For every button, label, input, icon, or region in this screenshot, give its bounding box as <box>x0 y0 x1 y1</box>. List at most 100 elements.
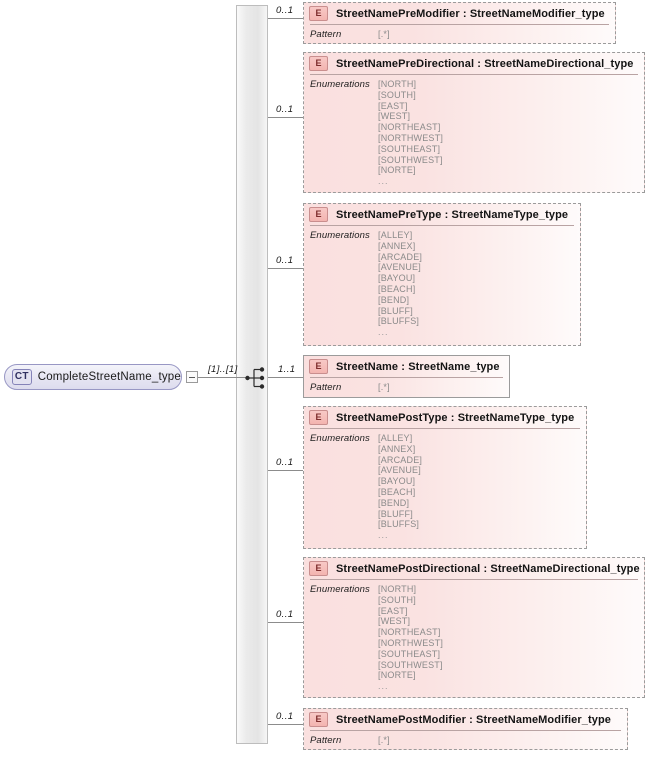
enumeration-value: [ARCADE] <box>378 251 423 262</box>
element-divider <box>310 428 580 429</box>
element-box-streetname[interactable]: E StreetName : StreetName_type Pattern [… <box>303 355 510 398</box>
enumeration-value: [SOUTHEAST] <box>378 143 441 154</box>
element-title: StreetNamePostModifier : StreetNameModif… <box>336 713 611 726</box>
element-facets: Pattern [.*] <box>304 25 615 44</box>
enumeration-value: [WEST] <box>378 111 411 122</box>
element-badge-icon: E <box>309 6 328 21</box>
enumeration-value: [EAST] <box>378 100 408 111</box>
enumeration-value: [NORTHEAST] <box>378 122 441 133</box>
cardinality-3: 0..1 <box>276 255 294 266</box>
enumeration-value: [BEACH] <box>378 486 416 497</box>
enumeration-value: [ARCADE] <box>378 454 423 465</box>
model-group-band <box>236 5 268 744</box>
enumeration-value: [EAST] <box>378 605 408 616</box>
element-badge-icon: E <box>309 56 328 71</box>
enumeration-value: [BEND] <box>378 294 410 305</box>
element-facets: Pattern [.*] <box>304 731 627 750</box>
complextype-label: CompleteStreetName_type <box>37 371 181 383</box>
enumeration-value: [BEND] <box>378 497 410 508</box>
element-header: E StreetNamePreType : StreetNameType_typ… <box>304 204 580 225</box>
enumeration-list: [NORTH][SOUTH][EAST][WEST][NORTHEAST][NO… <box>378 584 443 692</box>
enumeration-value: [SOUTH] <box>378 89 416 100</box>
element-header: E StreetNamePreModifier : StreetNameModi… <box>304 3 615 24</box>
sequence-compositor-icon[interactable] <box>245 365 269 391</box>
element-divider <box>310 730 621 731</box>
enumeration-value: [NORTHWEST] <box>378 637 444 648</box>
element-box-streetnamepredirectional[interactable]: E StreetNamePreDirectional : StreetNameD… <box>303 52 645 193</box>
complextype-node[interactable]: CT CompleteStreetName_type <box>4 364 182 390</box>
element-title: StreetName : StreetName_type <box>336 360 500 373</box>
enumeration-list: [ALLEY][ANNEX][ARCADE][AVENUE][BAYOU][BE… <box>378 230 422 338</box>
cardinality-2: 0..1 <box>276 104 294 115</box>
enumeration-list: [NORTH][SOUTH][EAST][WEST][NORTHEAST][NO… <box>378 79 443 187</box>
facet-label: Enumerations <box>310 433 370 444</box>
enumeration-value: [NORTE] <box>378 670 416 681</box>
element-badge-icon: E <box>309 712 328 727</box>
element-header: E StreetNamePreDirectional : StreetNameD… <box>304 53 644 74</box>
element-divider <box>310 74 638 75</box>
element-header: E StreetNamePostDirectional : StreetName… <box>304 558 644 579</box>
element-divider <box>310 377 503 378</box>
facet-label: Enumerations <box>310 230 370 241</box>
enumeration-value: [WEST] <box>378 616 411 627</box>
cardinality-5: 0..1 <box>276 457 294 468</box>
cardinality-6: 0..1 <box>276 609 294 620</box>
enumeration-value: ... <box>378 176 389 187</box>
enumeration-value: [BLUFF] <box>378 508 413 519</box>
element-facets: Pattern [.*] <box>304 378 509 397</box>
facet-label: Enumerations <box>310 79 370 90</box>
enumeration-value: [ALLEY] <box>378 230 413 240</box>
cardinality-7: 0..1 <box>276 711 294 722</box>
facet-label: Pattern <box>310 29 342 40</box>
enumeration-value: [ANNEX] <box>378 443 416 454</box>
enumeration-value: [BAYOU] <box>378 273 416 284</box>
enumeration-value: ... <box>378 327 389 338</box>
enumeration-value: [NORTH] <box>378 584 417 594</box>
facet-label: Enumerations <box>310 584 370 595</box>
cardinality-4: 1..1 <box>278 364 296 375</box>
element-box-streetnameposttype[interactable]: E StreetNamePostType : StreetNameType_ty… <box>303 406 587 549</box>
element-badge-icon: E <box>309 561 328 576</box>
element-box-streetnamepretype[interactable]: E StreetNamePreType : StreetNameType_typ… <box>303 203 581 346</box>
enumeration-value: ... <box>378 681 389 692</box>
enumeration-value: [SOUTHEAST] <box>378 648 441 659</box>
element-divider <box>310 579 638 580</box>
element-header: E StreetNamePostType : StreetNameType_ty… <box>304 407 586 428</box>
element-title: StreetNamePreModifier : StreetNameModifi… <box>336 7 605 20</box>
enumeration-value: [NORTHWEST] <box>378 132 444 143</box>
branch-line-4 <box>268 377 303 378</box>
enumeration-value: [ALLEY] <box>378 433 413 443</box>
facet-label: Pattern <box>310 382 342 393</box>
element-title: StreetNamePostDirectional : StreetNameDi… <box>336 562 640 575</box>
branch-line-7 <box>268 724 303 725</box>
enumeration-value: [SOUTHWEST] <box>378 659 443 670</box>
element-box-streetnamepremodifier[interactable]: E StreetNamePreModifier : StreetNameModi… <box>303 2 616 44</box>
branch-line-2 <box>268 117 303 118</box>
element-title: StreetNamePreType : StreetNameType_type <box>336 208 569 221</box>
enumeration-value: [AVENUE] <box>378 262 421 273</box>
enumeration-value: [SOUTH] <box>378 594 416 605</box>
element-box-streetnamepostmodifier[interactable]: E StreetNamePostModifier : StreetNameMod… <box>303 708 628 750</box>
element-facets: Enumerations [NORTH][SOUTH][EAST][WEST][… <box>304 580 644 696</box>
element-box-streetnamepostdirectional[interactable]: E StreetNamePostDirectional : StreetName… <box>303 557 645 698</box>
facet-label: Pattern <box>310 735 342 746</box>
branch-line-5 <box>268 470 303 471</box>
element-facets: Enumerations [ALLEY][ANNEX][ARCADE][AVEN… <box>304 429 586 545</box>
enumeration-value: [NORTH] <box>378 79 417 89</box>
element-badge-icon: E <box>309 207 328 222</box>
branch-line-3 <box>268 268 303 269</box>
enumeration-value: [BLUFF] <box>378 305 413 316</box>
element-title: StreetNamePostType : StreetNameType_type <box>336 411 575 424</box>
collapse-toggle-icon[interactable] <box>186 371 198 383</box>
element-header: E StreetNamePostModifier : StreetNameMod… <box>304 709 627 730</box>
root-cardinality: [1]..[1] <box>208 364 238 375</box>
element-title: StreetNamePreDirectional : StreetNameDir… <box>336 57 634 70</box>
enumeration-value: [BAYOU] <box>378 476 416 487</box>
enumeration-value: [BEACH] <box>378 283 416 294</box>
element-facets: Enumerations [NORTH][SOUTH][EAST][WEST][… <box>304 75 644 191</box>
cardinality-1: 0..1 <box>276 5 294 16</box>
element-divider <box>310 24 609 25</box>
root-connector-line <box>198 377 246 378</box>
element-facets: Enumerations [ALLEY][ANNEX][ARCADE][AVEN… <box>304 226 580 342</box>
